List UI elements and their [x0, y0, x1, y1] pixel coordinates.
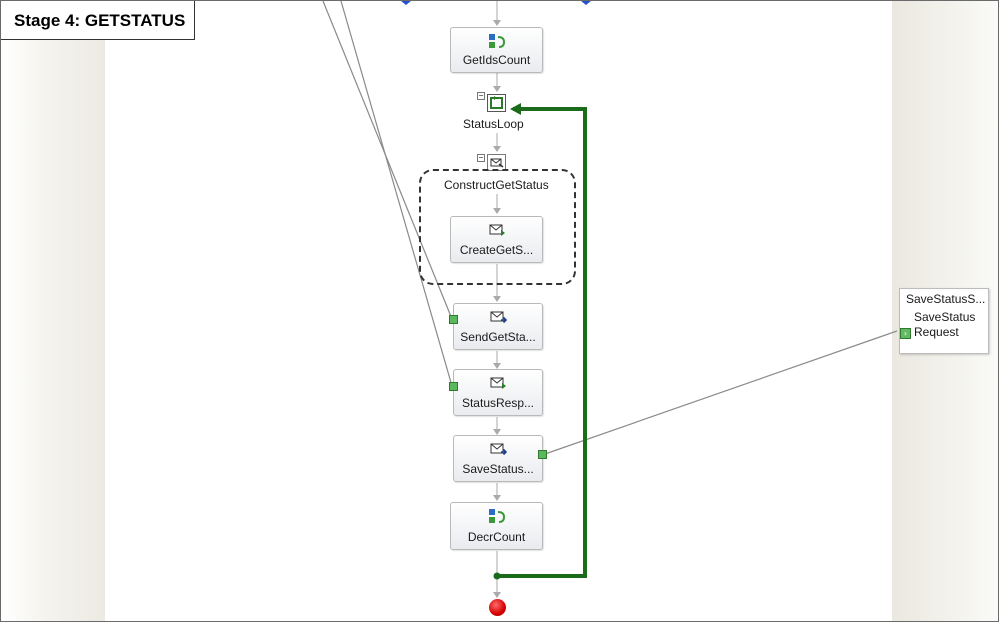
send-port-connector[interactable] — [449, 315, 458, 324]
message-envelope-icon — [490, 377, 506, 389]
save-status-label: SaveStatus... — [462, 462, 534, 476]
top-diamond-right — [581, 1, 591, 5]
decr-count-label: DecrCount — [467, 530, 526, 544]
port-operation: SaveStatus Request — [914, 310, 975, 340]
status-response-label: StatusResp... — [461, 396, 535, 410]
construct-collapse-toggle[interactable]: − — [477, 153, 485, 162]
canvas-left-margin — [1, 1, 105, 621]
port-binding-send — [322, 1, 453, 320]
expression-shape-icon — [488, 34, 505, 48]
message-envelope-icon — [489, 224, 505, 236]
port-operation-marker-icon[interactable]: › — [900, 328, 911, 339]
send-get-status-label: SendGetSta... — [460, 330, 536, 344]
port-binding-save — [544, 330, 898, 455]
end-shape-icon — [489, 599, 506, 616]
status-response-shape[interactable]: StatusResp... — [453, 369, 543, 416]
get-ids-count-shape[interactable]: GetIdsCount — [450, 27, 543, 73]
get-ids-count-label: GetIdsCount — [462, 53, 531, 67]
send-get-status-shape[interactable]: SendGetSta... — [453, 303, 543, 350]
loop-back-line — [493, 103, 587, 580]
port-operation-line1: SaveStatus — [914, 310, 976, 324]
receive-port-connector[interactable] — [449, 382, 458, 391]
construct-message-icon[interactable] — [487, 154, 506, 171]
expression-shape-icon — [488, 509, 505, 523]
flow-connectors — [493, 1, 501, 598]
status-loop-collapse-toggle[interactable]: − — [477, 91, 485, 100]
save-status-shape[interactable]: SaveStatus... — [453, 435, 543, 482]
create-get-status-shape[interactable]: CreateGetS... — [450, 216, 543, 263]
stage-title: Stage 4: GETSTATUS — [1, 1, 195, 40]
port-title: SaveStatusS... — [906, 292, 986, 306]
message-envelope-icon — [490, 311, 507, 324]
save-status-port[interactable]: SaveStatusS... SaveStatus Request › — [899, 288, 989, 354]
create-get-status-label: CreateGetS... — [459, 243, 534, 257]
status-loop-label: StatusLoop — [463, 117, 524, 131]
message-envelope-icon — [490, 443, 507, 456]
top-diamond-left — [401, 1, 411, 5]
port-operation-line2: Request — [914, 325, 959, 339]
port-binding-receive — [340, 1, 453, 387]
decr-count-shape[interactable]: DecrCount — [450, 502, 543, 550]
construct-get-status-scope[interactable] — [419, 169, 576, 285]
save-port-connector[interactable] — [538, 450, 547, 459]
construct-get-status-label: ConstructGetStatus — [444, 178, 549, 192]
loop-icon[interactable] — [487, 94, 506, 112]
